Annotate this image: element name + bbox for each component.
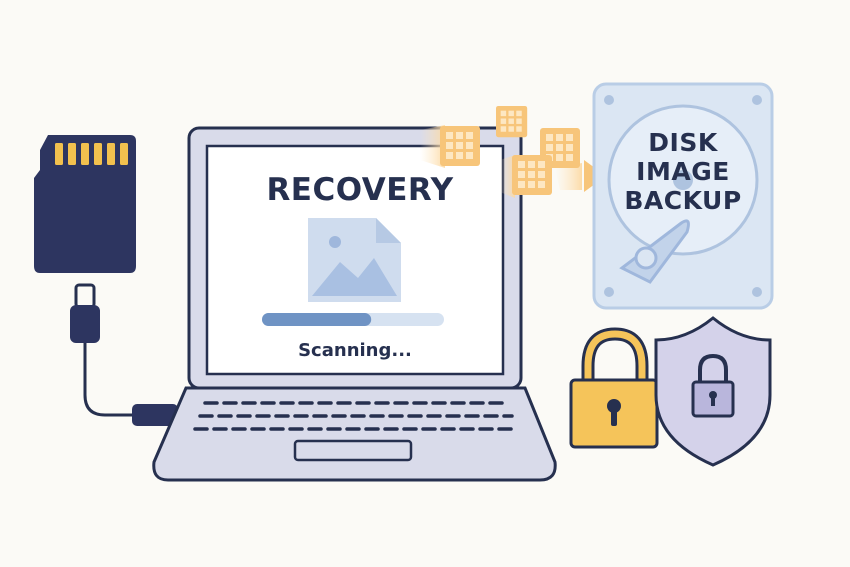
drive-label-line: BACKUP: [624, 186, 742, 215]
shield-lock-icon: [654, 316, 772, 467]
data-block-icon: [512, 155, 552, 195]
scan-status-text: Scanning...: [298, 340, 412, 361]
padlock-icon: [569, 327, 659, 449]
keyboard: [193, 401, 520, 431]
usb-cable-icon: [70, 283, 178, 426]
progress-fill: [262, 313, 372, 326]
drive-label-line: DISK: [648, 128, 718, 157]
trackpad: [293, 439, 413, 462]
drive-label-line: IMAGE: [636, 157, 730, 186]
screen-title: RECOVERY: [266, 172, 454, 208]
image-file-icon: [308, 218, 401, 302]
hard-drive-icon: [592, 82, 774, 310]
drive-label: DISK IMAGE BACKUP: [618, 128, 748, 215]
data-block-icon: [496, 106, 528, 138]
progress-bar: [262, 313, 444, 326]
data-block-icon: [440, 126, 480, 166]
sd-card-icon: [34, 135, 136, 273]
